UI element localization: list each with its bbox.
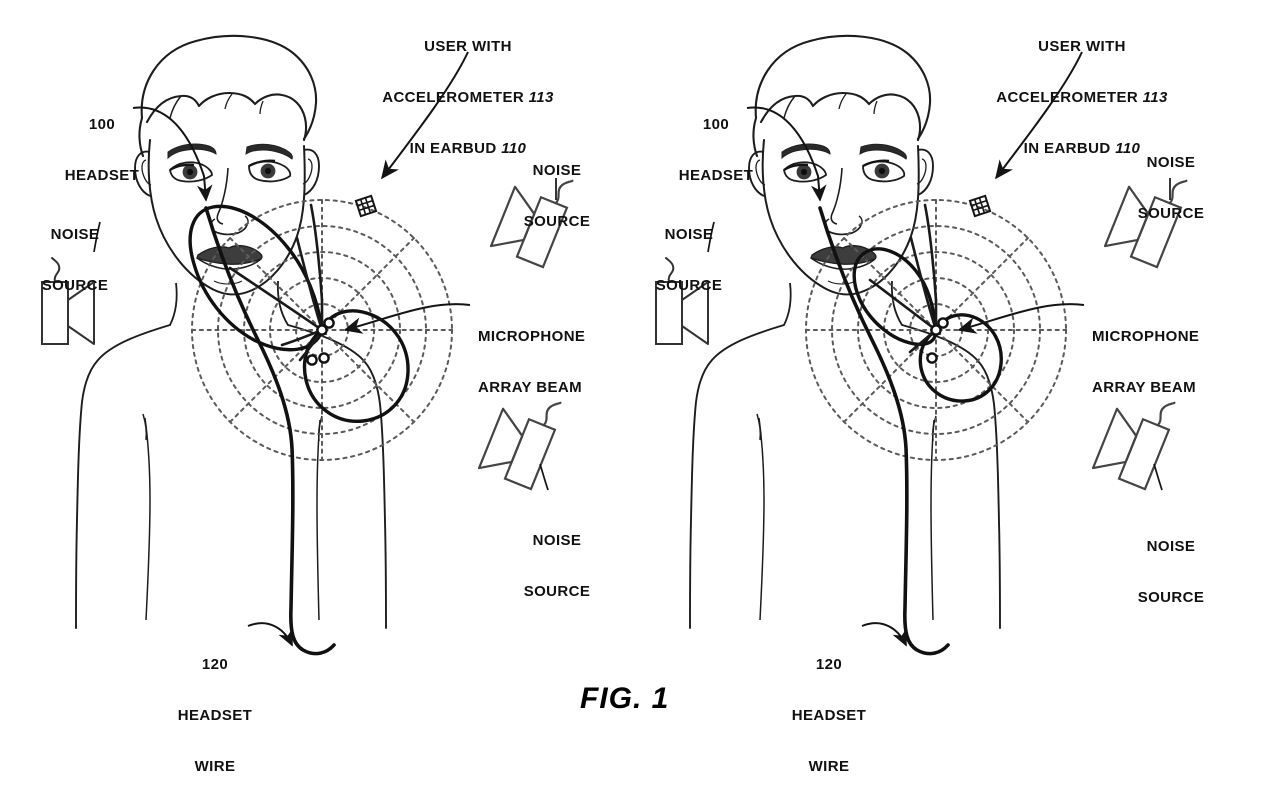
label-microphone-array-beam-left: MICROPHONE ARRAY BEAM: [478, 294, 628, 430]
accelerometer-ref-number: 113: [528, 89, 554, 106]
wire-line-1: HEADSET: [791, 707, 867, 724]
headset-label-text: HEADSET: [64, 167, 140, 184]
leader-headset-wire: [247, 622, 293, 647]
user-line-3: IN EARBUD 110: [358, 140, 578, 157]
label-headset-wire-left: 120 HEADSET WIRE: [150, 622, 280, 809]
noise-line-1: NOISE: [532, 532, 582, 549]
earbud-ref-number: 110: [1115, 140, 1141, 157]
label-noise-source-left: NOISE SOURCE: [20, 192, 130, 328]
leader-user-accelerometer: [381, 51, 469, 180]
user-line-2: ACCELEROMETER 113: [972, 89, 1192, 106]
wire-line-1: HEADSET: [177, 707, 253, 724]
leader-noise-left: [707, 221, 715, 253]
left-panel-drawing: [41, 34, 579, 656]
noise-line-2: SOURCE: [41, 277, 109, 294]
noise-line-1: NOISE: [532, 162, 582, 179]
mic-line-2: ARRAY BEAM: [1092, 379, 1197, 396]
noise-line-2: SOURCE: [655, 277, 723, 294]
leader-headset: [746, 106, 827, 202]
wire-ref-number: 120: [201, 656, 229, 673]
headset-label-text: HEADSET: [678, 167, 754, 184]
mic-line-1: MICROPHONE: [1092, 328, 1200, 345]
noise-line-2: SOURCE: [523, 213, 591, 230]
noise-line-1: NOISE: [50, 226, 100, 243]
label-noise-source-lower-right-left-panel: NOISE SOURCE: [502, 498, 612, 634]
user-line-3: IN EARBUD 110: [972, 140, 1192, 157]
label-noise-source-upper-right-left-panel: NOISE SOURCE: [502, 128, 612, 264]
label-user-accelerometer-right: USER WITH ACCELEROMETER 113 IN EARBUD 11…: [972, 4, 1192, 191]
mic-array-element: [306, 317, 335, 366]
leader-noise-lower-right: [1153, 463, 1163, 491]
leader-microphone-array-beam: [343, 303, 471, 334]
leader-user-accelerometer: [995, 51, 1083, 180]
label-noise-source-left-right-panel: NOISE SOURCE: [634, 192, 744, 328]
wire-ref-number: 120: [815, 656, 843, 673]
noise-line-1: NOISE: [1146, 154, 1196, 171]
headset-boom: [228, 203, 324, 362]
leader-headset-wire: [861, 622, 907, 647]
patent-figure-canvas: 100 HEADSET USER WITH ACCELEROMETER 113 …: [20, 4, 1242, 775]
accelerometer-ref-number: 113: [1142, 89, 1168, 106]
noise-line-1: NOISE: [1146, 538, 1196, 555]
leader-noise-lower-right: [539, 463, 549, 491]
noise-line-2: SOURCE: [1137, 205, 1205, 222]
noise-line-1: NOISE: [664, 226, 714, 243]
wire-line-2: WIRE: [194, 758, 236, 775]
label-headset-wire-right: 120 HEADSET WIRE: [764, 622, 894, 809]
leader-noise-left: [93, 221, 101, 253]
mic-array-element: [926, 317, 949, 364]
mic-line-2: ARRAY BEAM: [478, 379, 583, 396]
earbud-text: IN EARBUD: [1023, 140, 1116, 157]
microphone-array-beam: [188, 204, 410, 423]
accelerometer-text: ACCELEROMETER: [996, 89, 1143, 106]
label-noise-source-upper-right-right-panel: NOISE SOURCE: [1116, 120, 1226, 256]
leader-headset: [132, 106, 213, 202]
label-headset-right: 100 HEADSET: [656, 82, 776, 218]
label-headset-left: 100 HEADSET: [42, 82, 162, 218]
earbud-text: IN EARBUD: [409, 140, 502, 157]
user-line-2: ACCELEROMETER 113: [358, 89, 578, 106]
headset-wire: [818, 206, 950, 656]
mic-line-1: MICROPHONE: [478, 328, 586, 345]
user-line-1: USER WITH: [424, 38, 512, 55]
figure-drawing: [41, 34, 1193, 656]
headset-wire: [204, 206, 336, 656]
label-user-accelerometer-left: USER WITH ACCELEROMETER 113 IN EARBUD 11…: [358, 4, 578, 191]
headset-ref-number: 100: [702, 116, 730, 133]
noise-line-2: SOURCE: [523, 583, 591, 600]
label-microphone-array-beam-right: MICROPHONE ARRAY BEAM: [1092, 294, 1242, 430]
right-panel-drawing: [655, 34, 1193, 656]
earbud-ref-number: 110: [501, 140, 527, 157]
wire-line-2: WIRE: [808, 758, 850, 775]
leader-microphone-array-beam: [957, 303, 1085, 334]
label-noise-source-lower-right-right-panel: NOISE SOURCE: [1116, 504, 1226, 640]
headset-ref-number: 100: [88, 116, 116, 133]
figure-caption: FIG. 1: [580, 682, 670, 715]
noise-line-2: SOURCE: [1137, 589, 1205, 606]
accelerometer-text: ACCELEROMETER: [382, 89, 529, 106]
user-line-1: USER WITH: [1038, 38, 1126, 55]
